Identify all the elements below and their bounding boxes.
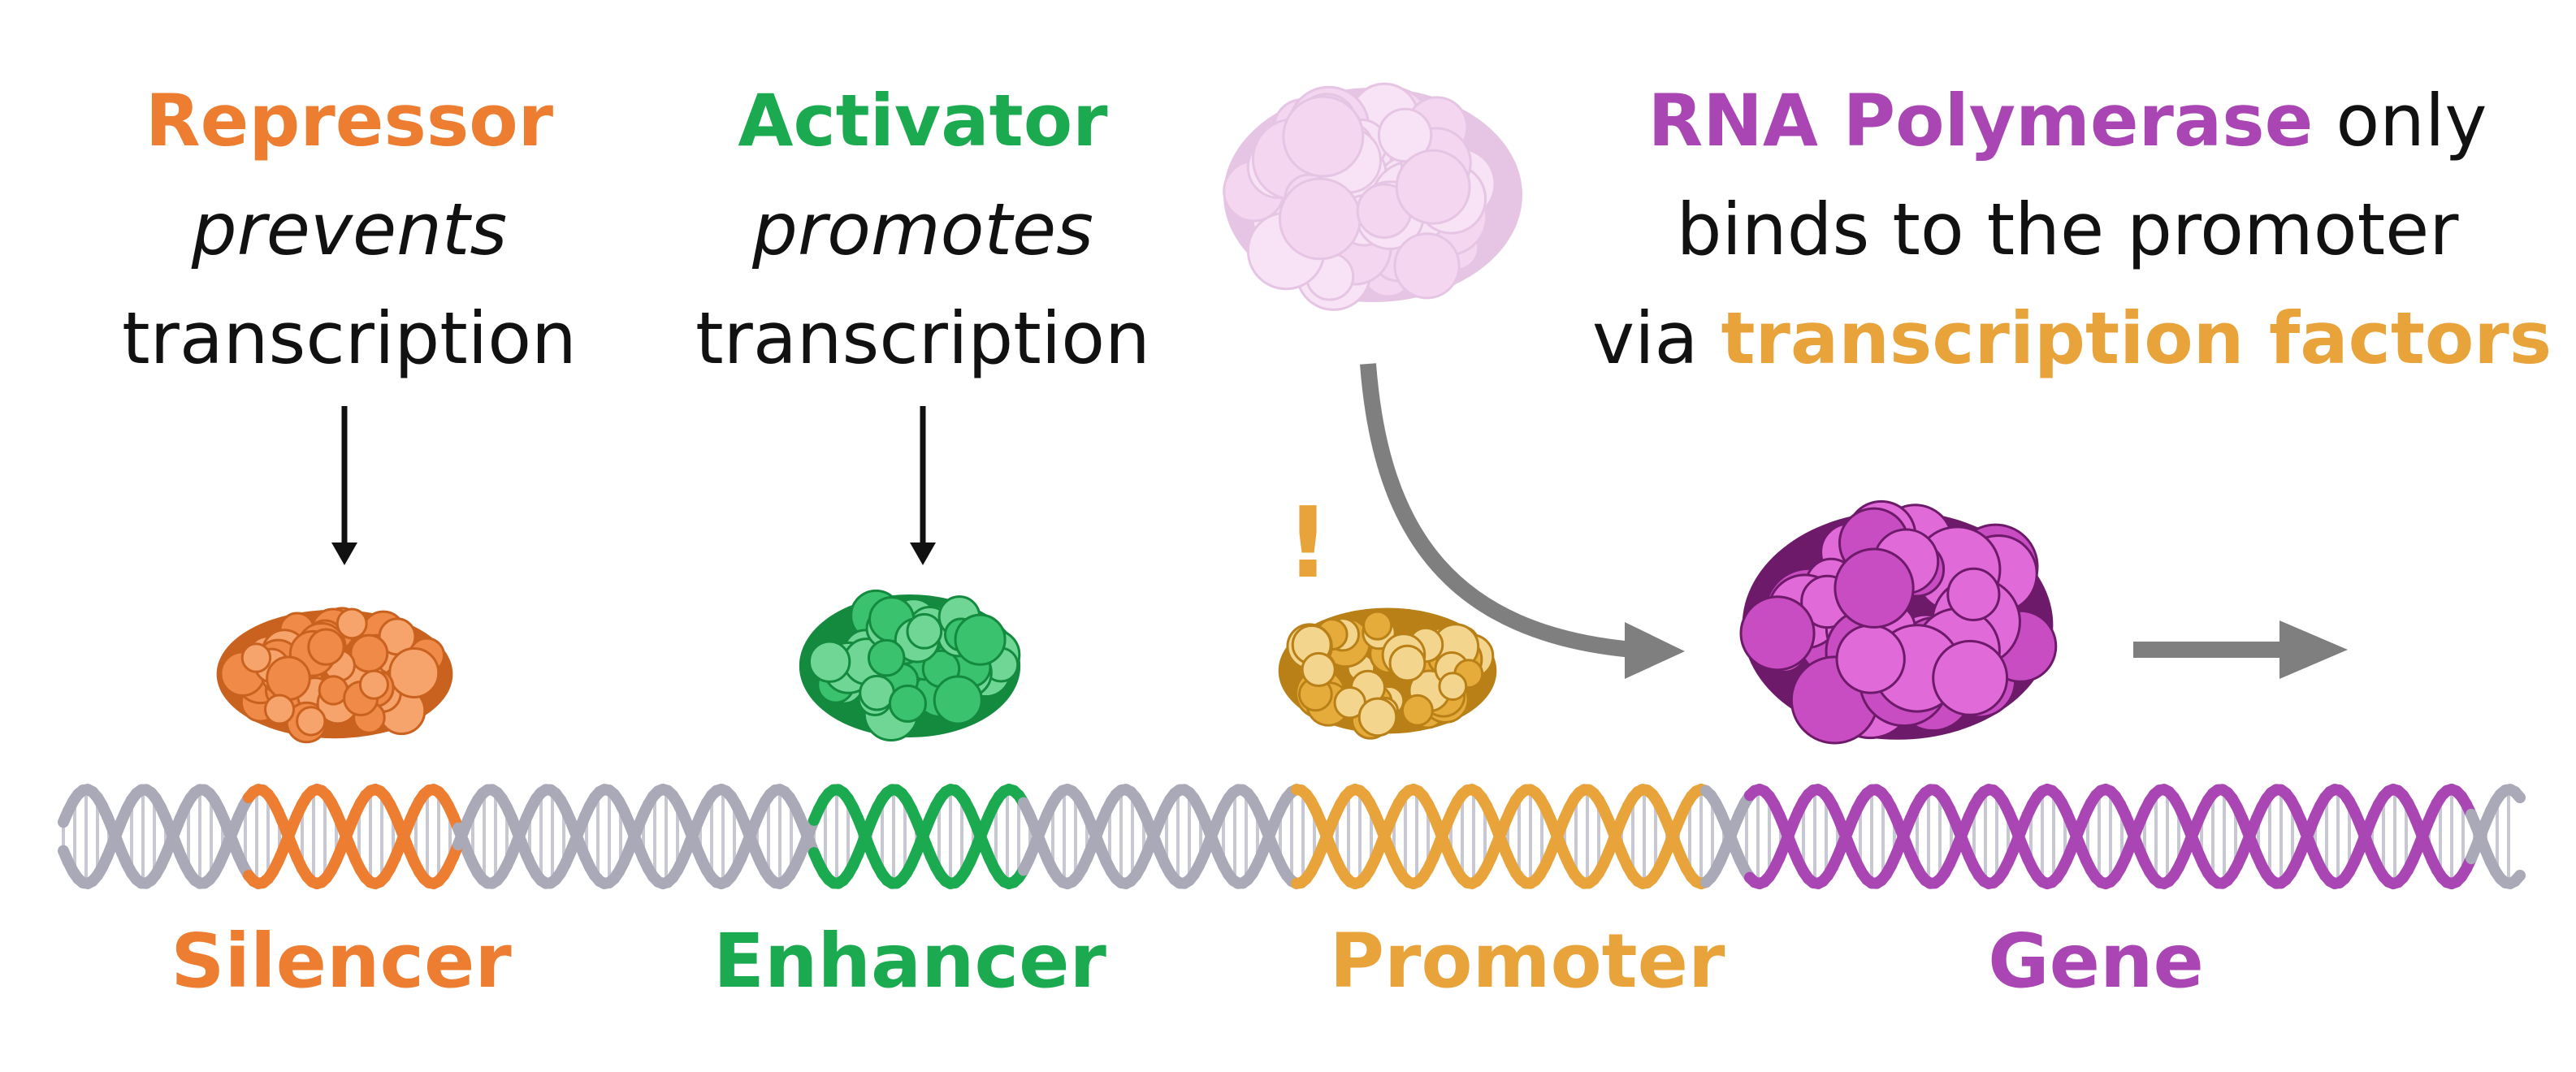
polymerase-line3-prefix: via — [1592, 296, 1721, 380]
repressor-caption: Repressor prevents transcription — [97, 67, 601, 393]
label-enhancer: Enhancer — [713, 918, 1106, 1005]
activator-name: Activator — [738, 79, 1108, 162]
repressor-arrow — [331, 406, 357, 565]
label-promoter: Promoter — [1329, 918, 1725, 1005]
activator-protein-icon — [799, 589, 1021, 741]
transcription-arrow — [2133, 620, 2348, 679]
activator-verb: promotes — [752, 188, 1093, 271]
polymerase-free-protein-icon — [1223, 82, 1522, 311]
polymerase-caption: RNA Polymerase only binds to the promote… — [1592, 67, 2552, 393]
label-silencer: Silencer — [171, 918, 512, 1005]
repressor-verb: prevents — [191, 188, 508, 271]
activator-caption: Activator promotes transcription — [671, 67, 1175, 393]
dna-helix-icon — [58, 784, 2526, 889]
polymerase-line2: binds to the promoter — [1676, 188, 2459, 271]
polymerase-name: RNA Polymerase — [1647, 79, 2314, 162]
promoter-alert: ! — [1285, 487, 1331, 600]
activator-object: transcription — [695, 296, 1150, 380]
repressor-object: transcription — [122, 296, 577, 380]
binding-arrow — [1360, 363, 1685, 679]
polymerase-line1-rest: only — [2313, 79, 2487, 162]
transcription-factor-protein-icon — [1278, 607, 1497, 740]
repressor-name: Repressor — [145, 79, 554, 162]
polymerase-bound-protein-icon — [1739, 499, 2058, 745]
repressor-protein-icon — [216, 607, 453, 744]
activator-arrow — [910, 406, 936, 565]
label-gene: Gene — [1988, 918, 2204, 1005]
transcription-factors-term: transcription factors — [1721, 296, 2552, 380]
